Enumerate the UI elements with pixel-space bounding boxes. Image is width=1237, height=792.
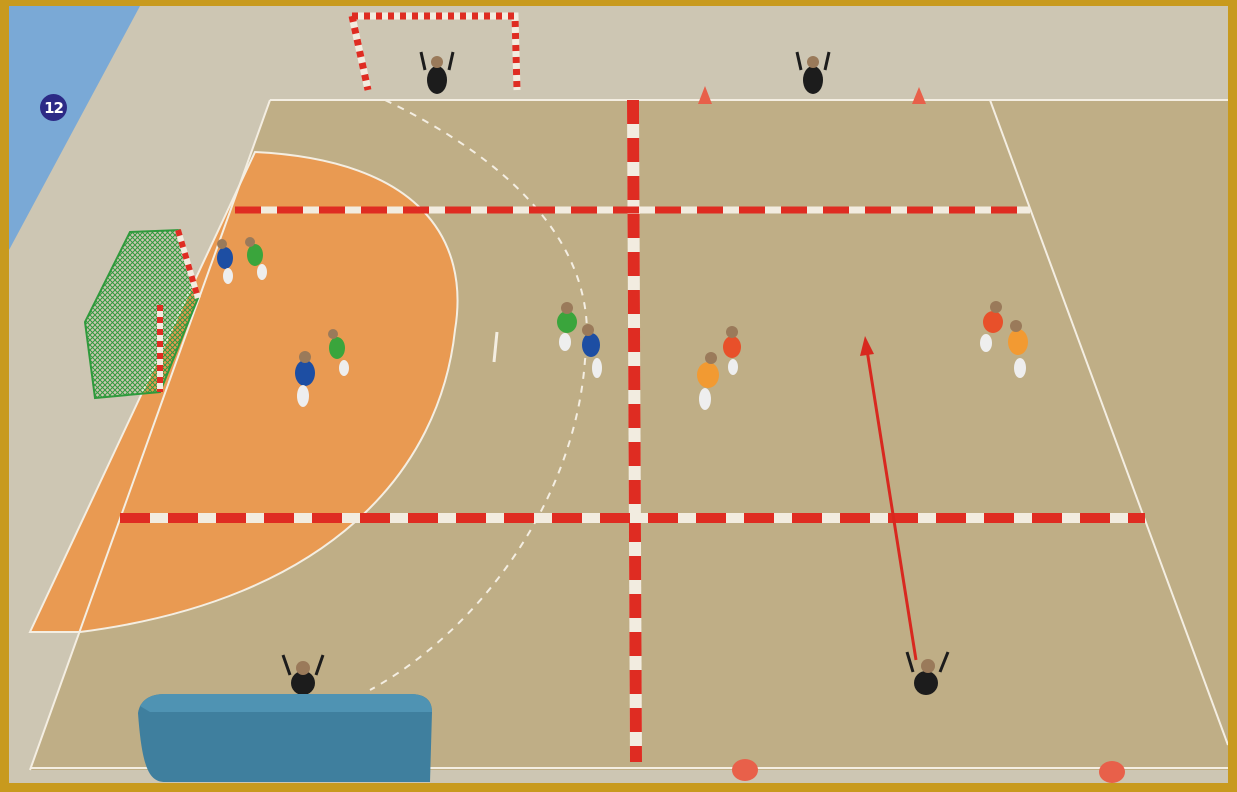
number-badge: 12: [40, 94, 67, 121]
water-corner: [9, 6, 140, 250]
cone-icon: [698, 86, 712, 104]
cone-icon: [912, 87, 926, 104]
crash-mat: [138, 694, 432, 782]
cone-icon: [1099, 761, 1125, 783]
coach-top-right: [797, 52, 829, 94]
court-scene: [9, 6, 1228, 786]
coach-top-left: [421, 52, 453, 94]
cone-icon: [732, 759, 758, 781]
number-badge-label: 12: [44, 99, 63, 117]
